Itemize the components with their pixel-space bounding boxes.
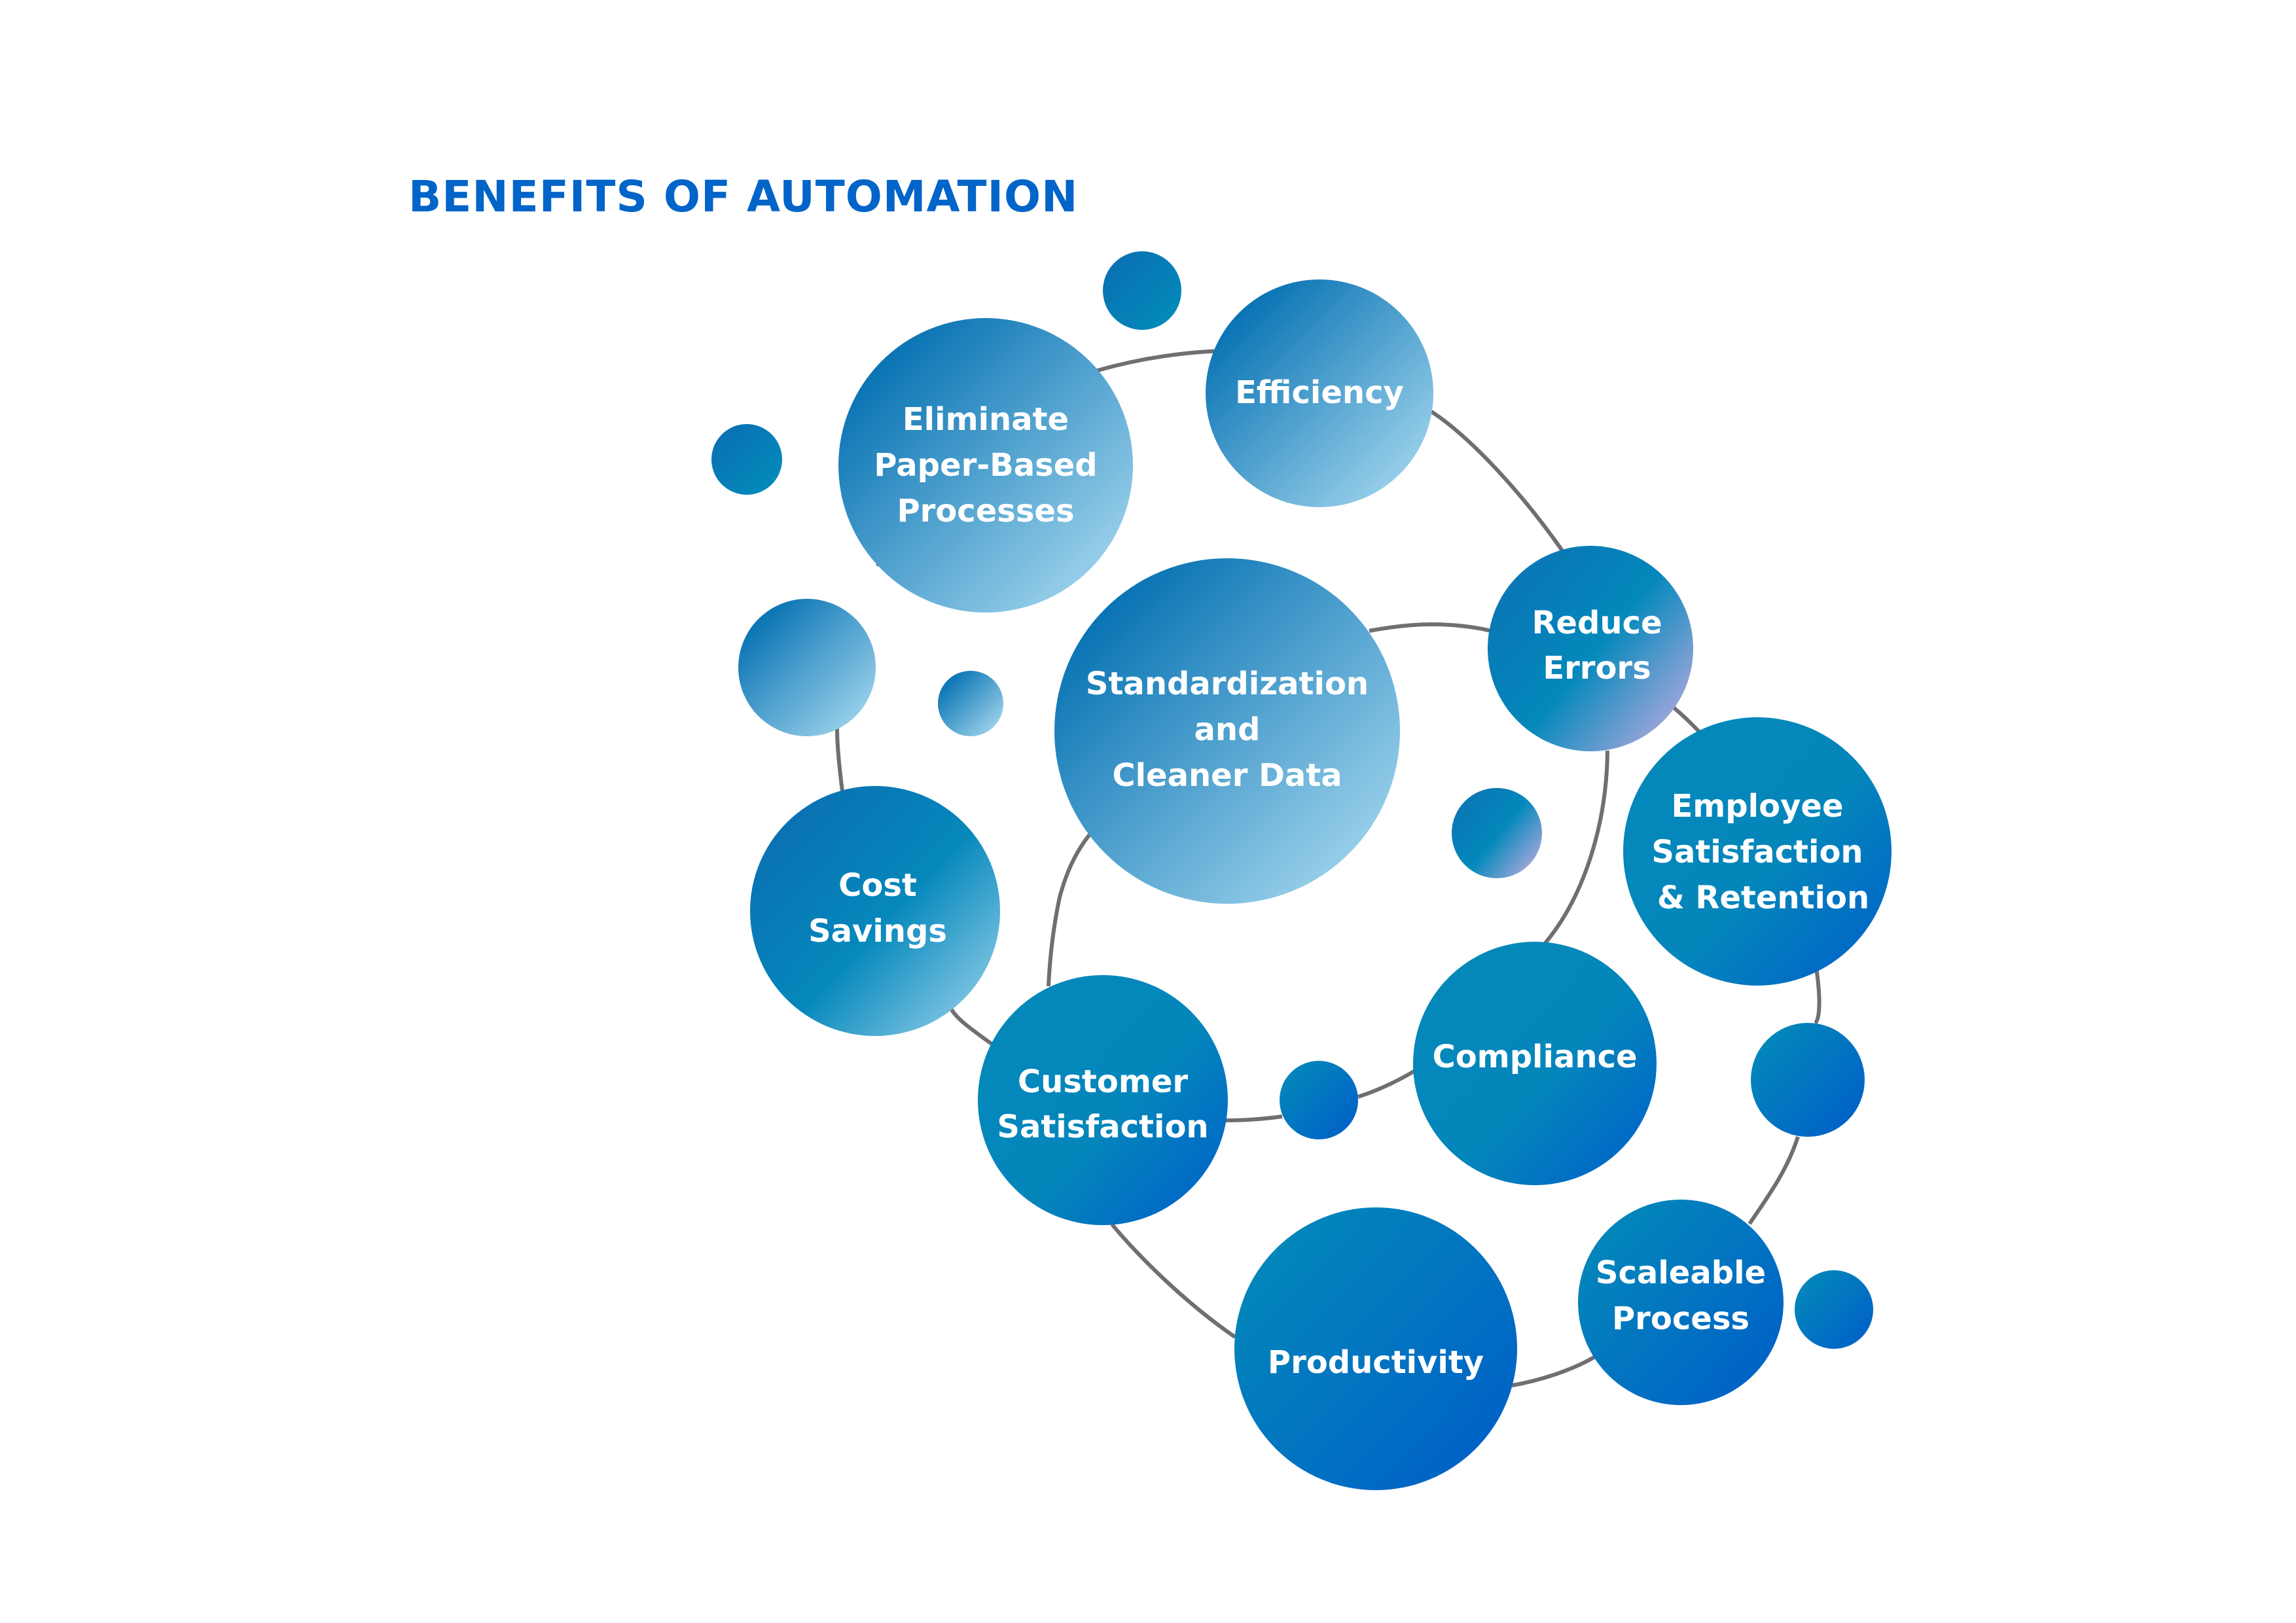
- node-customer-satisfaction: Customer Satisfaction: [978, 975, 1228, 1225]
- node-label: Eliminate: [903, 401, 1069, 438]
- node-compliance: Compliance: [1413, 942, 1657, 1185]
- node-circle: [750, 786, 1000, 1036]
- node-label: Errors: [1543, 650, 1651, 687]
- node-label: Process: [1612, 1300, 1749, 1337]
- node-label: Scaleable: [1596, 1255, 1766, 1291]
- node-standardization: Standardization and Cleaner Data: [1054, 558, 1400, 904]
- decorative-dot: [711, 424, 782, 495]
- node-label: and: [1194, 711, 1261, 748]
- inner-connector-loop: [1047, 622, 1609, 1122]
- node-circle: [1054, 558, 1400, 904]
- node-label: Savings: [808, 913, 947, 950]
- node-eliminate-paper: Eliminate Paper-Based Processes: [838, 318, 1133, 613]
- node-employee-satisfaction: Employee Satisfaction & Retention: [1623, 717, 1892, 986]
- outer-connector-loop: [834, 349, 1821, 1387]
- node-label: Processes: [897, 493, 1074, 529]
- node-label: Employee: [1672, 788, 1844, 825]
- node-label: Compliance: [1432, 1039, 1637, 1075]
- decorative-dot: [1751, 1023, 1865, 1137]
- node-label: & Retention: [1657, 880, 1869, 916]
- node-circle: [1488, 546, 1693, 751]
- node-circle: [1623, 717, 1892, 986]
- decorative-dot: [738, 599, 876, 736]
- decorative-dot: [938, 671, 1003, 736]
- node-label: Efficiency: [1235, 374, 1404, 411]
- node-circle: [1206, 279, 1433, 507]
- node-cost-savings: Cost Savings: [750, 786, 1000, 1036]
- decorative-dot: [1280, 1061, 1358, 1139]
- node-circle: [838, 318, 1133, 613]
- node-label: Paper-Based: [874, 447, 1097, 484]
- node-efficiency: Efficiency: [1206, 279, 1433, 507]
- page-title: BENEFITS OF AUTOMATION: [408, 171, 1079, 222]
- node-label: Cost: [838, 867, 917, 904]
- decorative-dot: [1795, 1270, 1873, 1349]
- node-circle: [1578, 1200, 1784, 1405]
- node-reduce-errors: Reduce Errors: [1488, 546, 1693, 751]
- node-label: Satisfaction: [1651, 834, 1863, 870]
- node-circle: [1234, 1207, 1517, 1490]
- node-label: Customer: [1018, 1063, 1188, 1100]
- node-productivity: Productivity: [1234, 1207, 1517, 1490]
- node-label: Reduce: [1532, 605, 1662, 641]
- node-scaleable-process: Scaleable Process: [1578, 1200, 1784, 1405]
- node-label: Satisfaction: [997, 1109, 1208, 1145]
- node-label: Standardization: [1086, 666, 1369, 702]
- node-circle: [978, 975, 1228, 1225]
- decorative-dot: [1452, 788, 1542, 878]
- decorative-dot: [1103, 251, 1181, 330]
- node-label: Productivity: [1268, 1344, 1484, 1381]
- node-label: Cleaner Data: [1112, 757, 1342, 794]
- node-circle: [1413, 942, 1657, 1185]
